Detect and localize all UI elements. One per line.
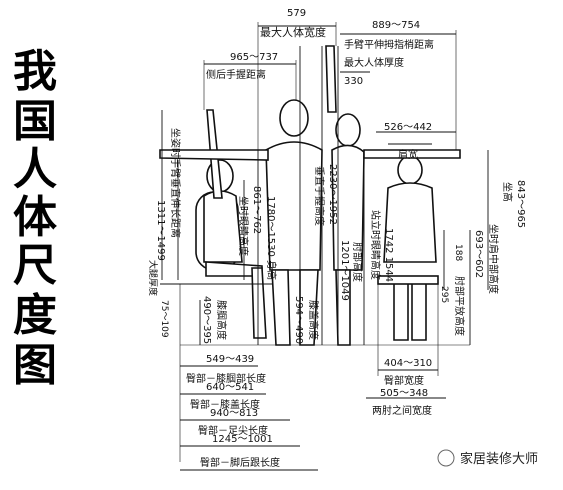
title-char: 尺 — [13, 240, 57, 291]
label-value: 505～348 — [380, 388, 428, 399]
label-value: 1742 1544 — [383, 228, 394, 282]
torso — [331, 144, 365, 271]
torso — [265, 141, 323, 271]
label-value: 965～737 — [230, 52, 278, 63]
label-value: 889～754 — [372, 20, 420, 31]
label: 最大人体厚度 — [344, 56, 404, 69]
label: 站立时眼睛高度 — [369, 210, 382, 280]
dimension-labels: 579 最大人体宽度 965～737 侧后手握距离 889～754 手臂平伸拇指… — [147, 8, 526, 469]
label-value: 2230～1952 — [327, 164, 338, 225]
label: 肩宽 — [398, 148, 418, 161]
label-value: 188 — [453, 244, 463, 261]
dimension-lines — [161, 22, 489, 471]
right-leg — [411, 281, 427, 341]
label-value: 940～813 — [210, 408, 258, 419]
label-value: 594～490 — [293, 296, 304, 344]
title-char: 人 — [13, 144, 57, 195]
title-char: 图 — [13, 340, 57, 391]
label: 臀部－足尖长度 — [198, 424, 268, 437]
seated-figure-left — [160, 109, 280, 339]
title-char: 度 — [13, 290, 57, 341]
label-value: 1201～1049 — [339, 240, 350, 301]
label-value: 640～541 — [206, 382, 254, 393]
label: 最大人体宽度 — [260, 25, 326, 39]
seated-figure-right — [363, 149, 461, 341]
page-title: 我 国 人 体 尺 度 图 — [13, 46, 57, 391]
label-value: 404～310 — [384, 358, 432, 369]
label-value: 843～965 — [515, 180, 526, 228]
label-value: 1780～1530 身高 — [265, 196, 278, 280]
label-value: 693～602 — [473, 230, 484, 278]
label: 坐时肩中部高度 — [487, 224, 500, 294]
label: 两肘之间宽度 — [372, 404, 432, 417]
standing-figure-front — [159, 99, 323, 346]
lower-leg — [251, 267, 267, 339]
label-value: 1245～1001 — [212, 434, 273, 445]
label-value: 579 — [287, 8, 306, 19]
torso — [203, 190, 243, 263]
standing-figure-reach — [325, 45, 365, 346]
wechat-icon — [437, 449, 455, 467]
label: 垂直手握高度 — [313, 166, 326, 226]
watermark-text: 家居装修大师 — [460, 451, 538, 467]
label: 膝盖高度 — [307, 300, 320, 340]
head — [335, 113, 361, 147]
label-value: 330 — [344, 76, 363, 87]
label: 大腿厚度 — [147, 260, 159, 296]
label: 臀部宽度 — [384, 374, 424, 387]
label: 坐姿时手臂垂直伸长距离 — [169, 128, 182, 238]
label: 手臂平伸拇指梢距离 — [344, 38, 434, 51]
label-value: 490～395 — [201, 296, 212, 344]
left-leg — [271, 269, 291, 346]
title-char: 国 — [13, 96, 57, 147]
watermark: 家居装修大师 — [437, 449, 538, 467]
label: 坐时眼睛高度 — [237, 196, 250, 256]
raised-arm — [325, 45, 337, 113]
label-value: 549～439 — [206, 354, 254, 365]
seat — [377, 275, 439, 285]
title-char: 我 — [13, 46, 57, 97]
title-char: 体 — [13, 192, 57, 243]
label: 侧后手握距离 — [206, 68, 266, 81]
label: 臀部－膝腘部长度 — [186, 372, 266, 385]
label-value: 295 — [439, 286, 449, 303]
left-leg — [393, 281, 409, 341]
label-value: 861～762 — [251, 186, 262, 234]
label-value: 1311～1499 — [155, 200, 166, 261]
label: 膝腘高度 — [215, 300, 228, 340]
label-value: 75～109 — [159, 300, 169, 338]
head — [279, 99, 309, 137]
label: 臀部－膝盖长度 — [190, 398, 260, 411]
label: 肘部高度 — [351, 242, 364, 282]
label: 臀部－脚后跟长度 — [200, 456, 280, 469]
label: 肘部平放高度 — [453, 276, 466, 336]
label-value: 526～442 — [384, 122, 432, 133]
torso — [383, 182, 437, 263]
label: 坐高 — [501, 182, 514, 202]
left-arm — [159, 149, 269, 161]
